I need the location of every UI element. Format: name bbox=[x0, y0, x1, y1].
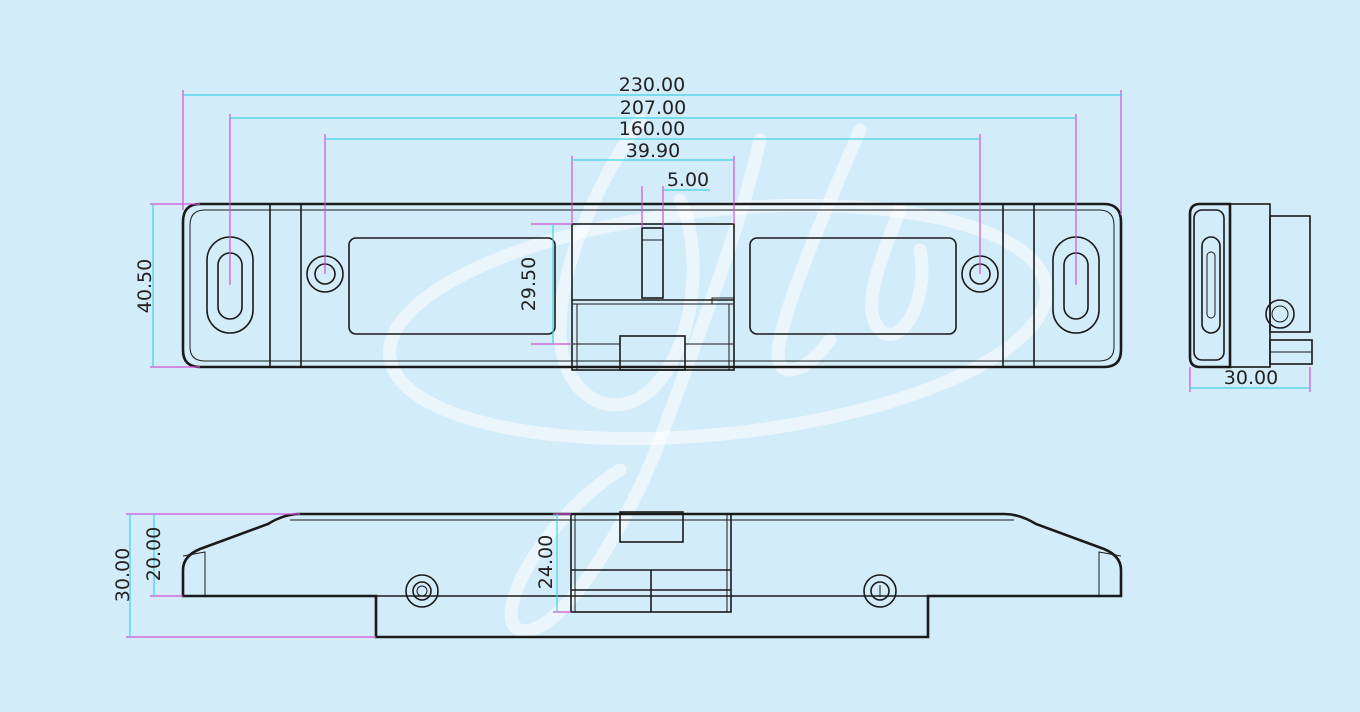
right-screw bbox=[863, 574, 897, 608]
dim-slot-spacing: 207.00 bbox=[620, 97, 686, 119]
dim-center-tab-width: 5.00 bbox=[667, 169, 709, 191]
right-window bbox=[749, 237, 957, 335]
left-window bbox=[348, 237, 556, 335]
dim-body-height: 40.50 bbox=[134, 259, 156, 313]
dim-total-thickness: 30.00 bbox=[112, 548, 134, 602]
dim-hole-spacing: 160.00 bbox=[619, 118, 685, 140]
dim-plate-thickness: 20.00 bbox=[143, 527, 165, 581]
dimension-lines bbox=[129, 94, 1310, 637]
dim-hinge-height: 29.50 bbox=[518, 257, 540, 311]
front-view bbox=[181, 202, 1123, 371]
dim-side-depth: 30.00 bbox=[1224, 367, 1278, 389]
hinge-block-bottom bbox=[570, 511, 732, 613]
dim-hinge-thickness: 24.00 bbox=[535, 535, 557, 589]
left-screw bbox=[405, 574, 439, 608]
side-view bbox=[1188, 202, 1313, 369]
bottom-view bbox=[181, 511, 1123, 639]
dim-hinge-width: 39.90 bbox=[626, 140, 680, 162]
extension-lines bbox=[126, 90, 1311, 638]
dimension-labels: 230.00 207.00 160.00 39.90 5.00 40.50 29… bbox=[112, 74, 1278, 602]
hinge-block bbox=[571, 223, 735, 371]
dim-overall-length: 230.00 bbox=[619, 74, 685, 96]
script-logo-watermark bbox=[383, 113, 1053, 637]
